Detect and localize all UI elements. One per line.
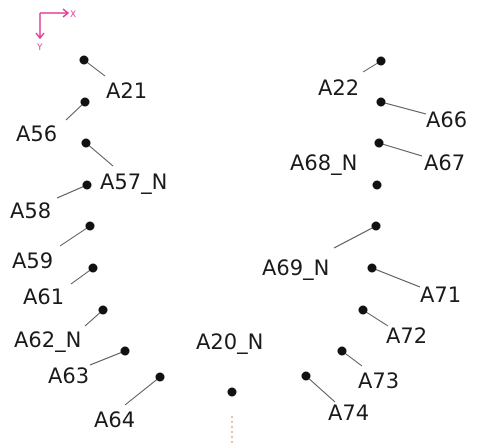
point-A72 bbox=[358, 305, 368, 315]
label-A56: A56 bbox=[16, 122, 57, 146]
leader-A58 bbox=[56, 184, 88, 199]
label-A58: A58 bbox=[10, 199, 51, 223]
leader-A74 bbox=[305, 375, 336, 403]
leader-A57_N bbox=[85, 142, 114, 167]
point-A64 bbox=[155, 372, 165, 382]
point-A74 bbox=[301, 371, 311, 381]
leader-A59 bbox=[59, 225, 91, 247]
leader-A66 bbox=[380, 101, 427, 115]
label-A67: A67 bbox=[424, 151, 465, 175]
label-A71: A71 bbox=[420, 283, 461, 307]
point-A67 bbox=[374, 138, 384, 148]
leader-A64 bbox=[124, 376, 161, 406]
label-A69_N: A69_N bbox=[262, 256, 329, 281]
label-A66: A66 bbox=[426, 108, 467, 132]
y-axis-label: Y bbox=[36, 43, 43, 53]
point-A66 bbox=[376, 97, 386, 107]
point-A57_N bbox=[81, 138, 91, 148]
point-A68_N bbox=[372, 180, 382, 190]
label-A22: A22 bbox=[318, 76, 359, 100]
x-axis-label: X bbox=[70, 10, 76, 20]
label-A73: A73 bbox=[358, 369, 399, 393]
landmark-points bbox=[79, 55, 386, 397]
label-A72: A72 bbox=[386, 324, 427, 348]
leader-A69_N bbox=[333, 225, 377, 249]
leader-A67 bbox=[378, 142, 423, 157]
label-A63: A63 bbox=[48, 364, 89, 388]
label-A61: A61 bbox=[23, 285, 64, 309]
point-A63 bbox=[120, 346, 130, 356]
label-A20_N: A20_N bbox=[196, 330, 263, 355]
leader-A72 bbox=[362, 309, 389, 327]
x-axis-arrowhead bbox=[62, 8, 70, 18]
point-A69_N bbox=[371, 221, 381, 231]
point-A58 bbox=[82, 180, 92, 190]
point-A59 bbox=[85, 221, 95, 231]
point-A73 bbox=[337, 346, 347, 356]
axis-indicator: X Y bbox=[35, 8, 76, 53]
point-A62_N bbox=[98, 305, 108, 315]
label-A62_N: A62_N bbox=[14, 328, 81, 353]
leader-A63 bbox=[89, 350, 126, 366]
y-axis-arrowhead bbox=[35, 32, 45, 40]
label-A68_N: A68_N bbox=[290, 151, 357, 176]
point-A71 bbox=[367, 263, 377, 273]
point-A21 bbox=[79, 55, 89, 65]
label-A57_N: A57_N bbox=[100, 170, 167, 195]
point-A22 bbox=[376, 56, 386, 66]
point-A56 bbox=[80, 97, 90, 107]
point-A61 bbox=[88, 263, 98, 273]
landmark-labels: A21 A22 A56 A66 A57_N A67 A68_N A58 A59 … bbox=[10, 76, 467, 432]
label-A21: A21 bbox=[106, 79, 147, 103]
leader-A71 bbox=[371, 267, 421, 288]
point-A20_N bbox=[227, 387, 237, 397]
label-A64: A64 bbox=[94, 408, 135, 432]
leader-A61 bbox=[70, 267, 94, 285]
label-A74: A74 bbox=[328, 401, 369, 425]
label-A59: A59 bbox=[12, 249, 53, 273]
